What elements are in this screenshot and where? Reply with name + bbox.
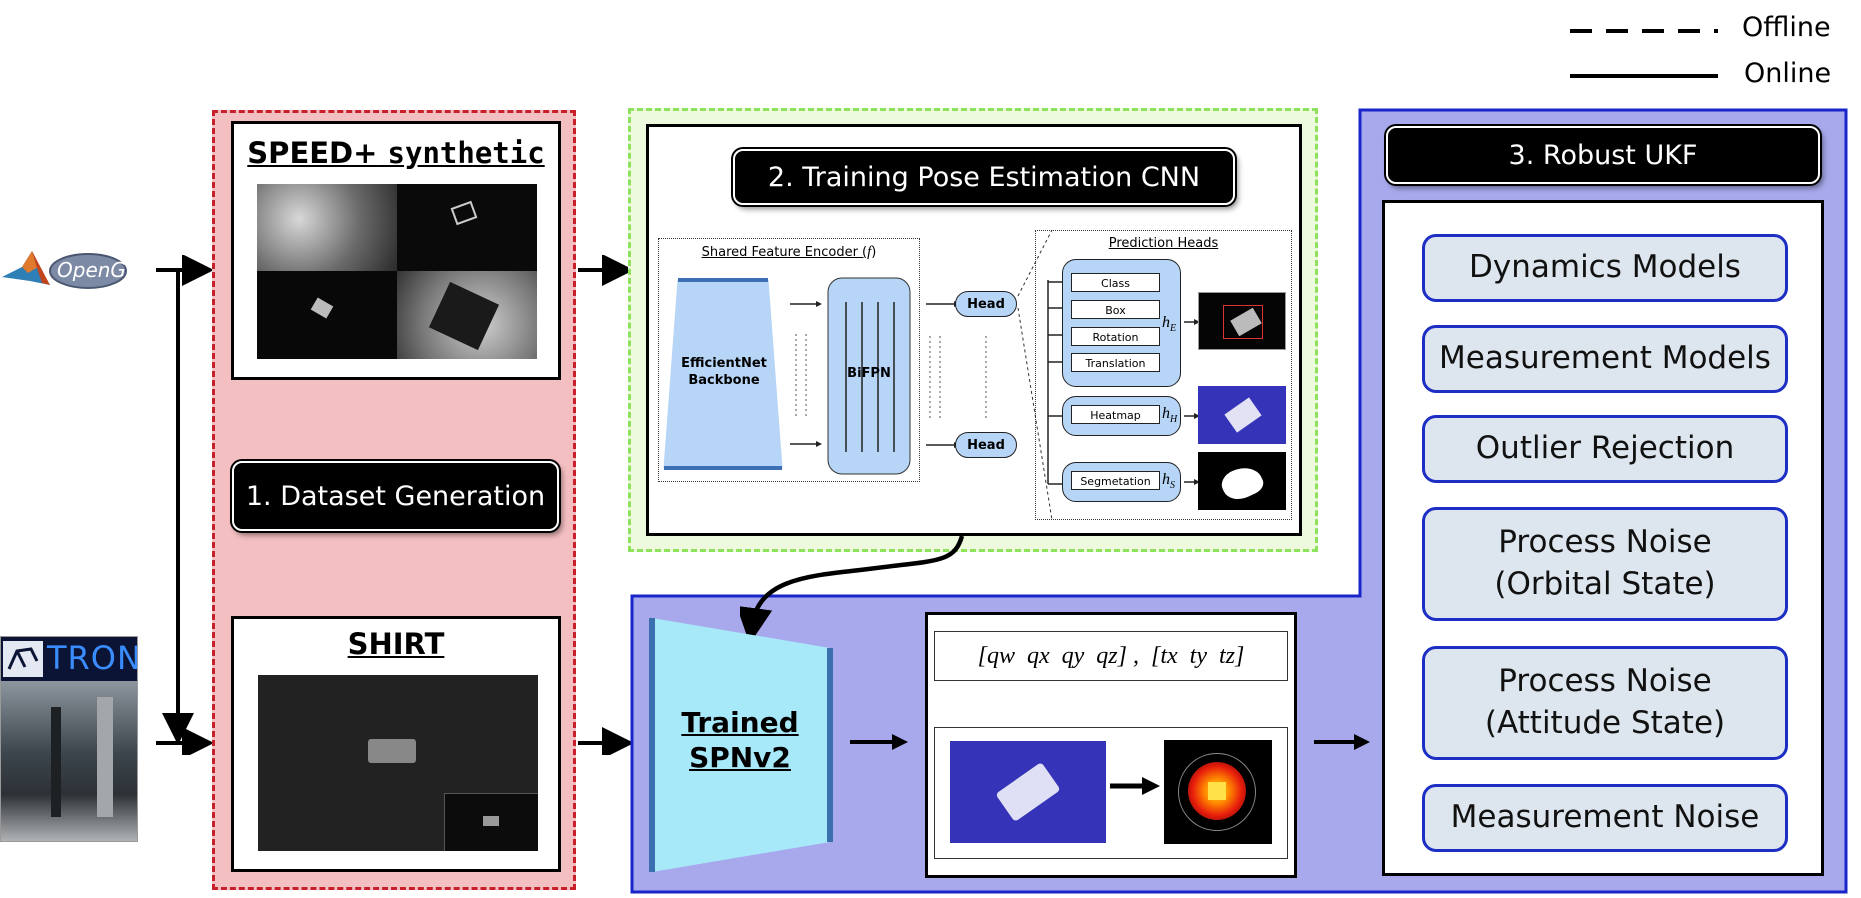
matlab-icon xyxy=(2,251,127,289)
segmentation-head: Segmetation xyxy=(1071,471,1160,490)
output-images-frame xyxy=(934,727,1288,859)
prediction-heads-box xyxy=(1035,230,1292,520)
class-head: Class xyxy=(1071,273,1160,292)
heatmap-thumbnail xyxy=(1164,740,1272,844)
synthetic-image-grid xyxy=(257,184,537,359)
trained-spnv2-block xyxy=(649,618,833,872)
shirt-image xyxy=(258,675,538,851)
segmentation-output-image xyxy=(1198,452,1286,510)
model-to-output-arrow xyxy=(850,734,908,750)
head-output-arrows xyxy=(1184,319,1200,485)
tron-facility-photo: TRON xyxy=(0,636,138,842)
dynamics-models-item: Dynamics Models xyxy=(1422,234,1788,302)
speed-plus-synthetic-title: SPEED+ synthetic xyxy=(247,136,545,170)
h-s-label: hS xyxy=(1162,471,1175,492)
legend-lines xyxy=(1570,29,1718,78)
panel1-out-arrows xyxy=(578,255,634,755)
output-to-ukf-arrow xyxy=(1314,734,1370,750)
robot-arm-icon xyxy=(3,641,43,677)
measurement-noise-item: Measurement Noise xyxy=(1422,784,1788,852)
opengl-logo: OpenGL xyxy=(0,245,137,295)
synthetic-image-dark-2 xyxy=(257,271,397,359)
input-arrows xyxy=(156,255,214,755)
translation-head: Translation xyxy=(1071,353,1160,372)
pose-vector: [qw qx qy qz] , [tx ty tz] xyxy=(934,631,1288,681)
tron-logo: TRON xyxy=(1,637,137,681)
shirt-title: SHIRT xyxy=(347,627,445,661)
synthetic-image-earth-2 xyxy=(397,271,537,359)
heatmap-output-image xyxy=(1198,386,1286,444)
h-h-label: hH xyxy=(1162,405,1178,426)
image-to-heatmap-arrow xyxy=(1110,777,1160,795)
measurement-models-item: Measurement Models xyxy=(1422,325,1788,393)
dataset-generation-label: 1. Dataset Generation xyxy=(232,461,559,531)
bbox-output-image xyxy=(1198,292,1286,350)
speed-plus-synthetic-box: SPEED+ synthetic xyxy=(231,121,561,380)
synthetic-image-earth-1 xyxy=(257,184,397,271)
input-image-thumbnail xyxy=(950,741,1106,843)
legend-online-label: Online xyxy=(1744,58,1832,89)
shared-feature-encoder xyxy=(658,238,920,482)
heatmap-head: Heatmap xyxy=(1071,405,1160,424)
bifpn-label: BiFPN xyxy=(847,366,891,381)
head-bottom: Head xyxy=(955,432,1017,458)
outlier-rejection-item: Outlier Rejection xyxy=(1422,415,1788,483)
shared-feature-encoder-label: Shared Feature Encoder (f) xyxy=(701,244,877,260)
h-e-label: hE xyxy=(1162,314,1177,335)
prediction-heads-label: Prediction Heads xyxy=(1108,236,1219,251)
legend-offline-label: Offline xyxy=(1742,12,1831,43)
rotation-head: Rotation xyxy=(1071,327,1160,346)
head-top: Head xyxy=(955,291,1017,317)
robust-ukf-label: 3. Robust UKF xyxy=(1386,126,1820,184)
process-noise-orbital-item: Process Noise (Orbital State) xyxy=(1422,507,1788,621)
shirt-box: SHIRT xyxy=(231,616,561,872)
encoder-graphics xyxy=(663,277,911,475)
prediction-branch-lines xyxy=(1047,280,1062,485)
training-to-model-arrow xyxy=(740,535,965,640)
training-cnn-label: 2. Training Pose Estimation CNN xyxy=(733,149,1235,205)
synthetic-image-dark-1 xyxy=(397,184,537,271)
box-head: Box xyxy=(1071,300,1160,319)
process-noise-attitude-item: Process Noise (Attitude State) xyxy=(1422,646,1788,760)
